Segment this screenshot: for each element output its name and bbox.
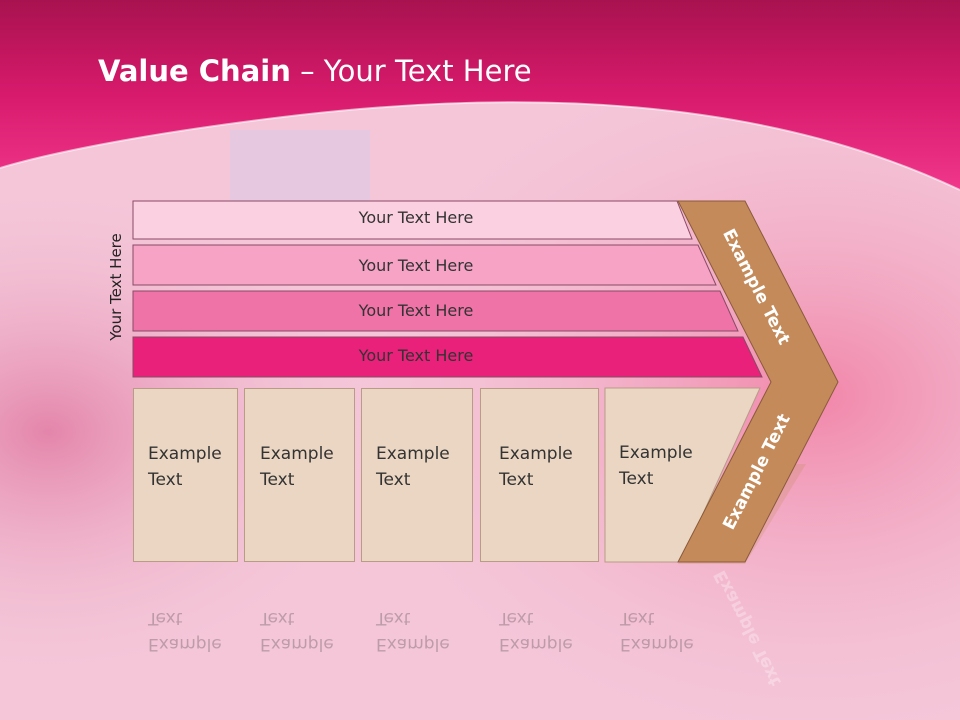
layer-bar-4-label: Your Text Here (358, 346, 474, 365)
reflection-box-4-label: Example Text (499, 608, 573, 654)
layer-bar-3 (132, 290, 739, 332)
layer-bar-2 (132, 244, 717, 286)
reflection-box-2: Example Text (244, 524, 355, 698)
reflection-box-3: Example Text (361, 524, 473, 698)
slide-title: Value Chain – Your Text Here (98, 54, 532, 88)
activity-box-2-label: Example Text (260, 444, 334, 490)
activity-box-3: Example Text (361, 388, 473, 562)
activity-box-1: Example Text (133, 388, 238, 562)
reflection-box-1: Example Text (133, 524, 238, 698)
activity-box-1-label: Example Text (148, 444, 222, 490)
layer-bar-1-label: Your Text Here (358, 208, 474, 227)
title-bold: Value Chain (98, 54, 291, 88)
boxes-reflection: Example Text Example Text Example Text E… (133, 568, 753, 698)
activity-box-4-label: Example Text (499, 444, 573, 490)
layer-bar-1 (132, 200, 693, 240)
layer-bar-3-label: Your Text Here (358, 301, 474, 320)
activity-box-5-label: Example Text (619, 443, 693, 489)
reflection-box-2-label: Example Text (260, 608, 334, 654)
reflection-box-5: Example Text (605, 524, 705, 698)
reflection-box-1-label: Example Text (148, 608, 222, 654)
layer-bar-2-label: Your Text Here (358, 256, 474, 275)
reflection-box-3-label: Example Text (376, 608, 450, 654)
layer-bar-4 (132, 336, 763, 378)
reflection-box-4: Example Text (480, 524, 599, 698)
activity-box-4: Example Text (480, 388, 599, 562)
title-rest: – Your Text Here (290, 54, 532, 88)
activity-box-3-label: Example Text (376, 444, 450, 490)
activity-box-2: Example Text (244, 388, 355, 562)
activity-box-5: Example Text (605, 388, 705, 562)
chevron-shape (677, 200, 839, 563)
reflection-box-5-label: Example Text (620, 608, 694, 654)
